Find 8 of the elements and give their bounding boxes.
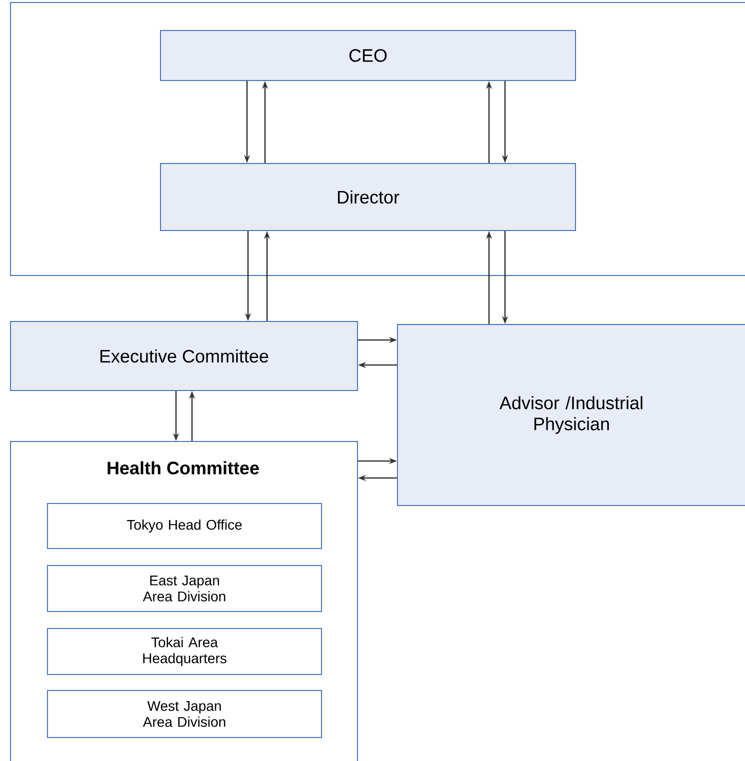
label-box: Tokyo Head Office bbox=[47, 503, 322, 549]
label-box: Director bbox=[160, 163, 576, 231]
label-box: Advisor /Industrial Physician bbox=[397, 324, 745, 506]
label-box: West Japan Area Division bbox=[47, 690, 322, 738]
label-box: Executive Committee bbox=[10, 321, 358, 391]
label-box: Tokai Area Headquarters bbox=[47, 628, 322, 675]
label-box: East Japan Area Division bbox=[47, 565, 322, 612]
label-box: CEO bbox=[160, 30, 576, 81]
